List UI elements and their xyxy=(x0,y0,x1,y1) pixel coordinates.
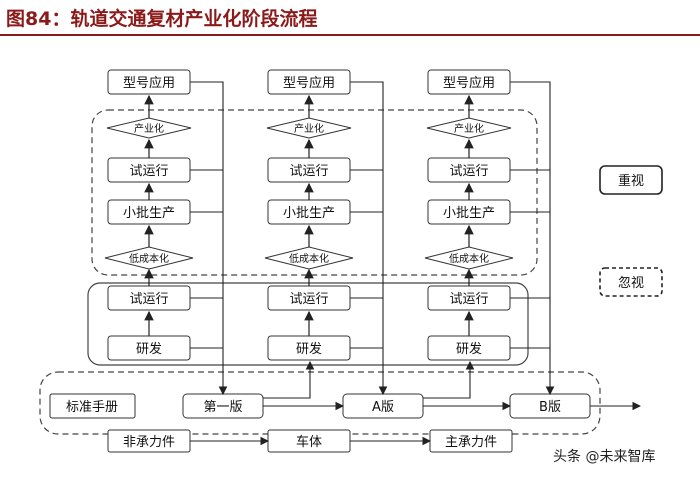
version-a-label: A版 xyxy=(372,400,394,415)
trial-run-bottom-label-3: 试运行 xyxy=(449,292,488,307)
industrialize-diamond-2 xyxy=(266,117,352,139)
industrialize-label-1: 产业化 xyxy=(134,122,164,135)
rnd-label-2: 研发 xyxy=(296,341,322,357)
component-row: 非承力件 车体 主承力件 xyxy=(107,429,513,453)
model-app-label-2: 型号应用 xyxy=(283,75,335,91)
version-1-label: 第一版 xyxy=(203,400,242,415)
connectors xyxy=(190,81,642,446)
legend: 重视 忽视 xyxy=(599,165,663,297)
standards-group-frame xyxy=(39,371,601,435)
model-app-label-1: 型号应用 xyxy=(123,75,175,91)
legend-ignore-label: 忽视 xyxy=(618,276,644,291)
low-cost-label-3: 低成本化 xyxy=(449,252,489,265)
rnd-label-3: 研发 xyxy=(456,341,482,357)
small-batch-production-label-1: 小批生产 xyxy=(123,206,175,221)
standard-manual-box xyxy=(49,393,136,419)
low-cost-diamond-3 xyxy=(424,246,514,270)
rnd-label-1: 研发 xyxy=(136,341,162,357)
trial-run-top-label-3: 试运行 xyxy=(449,164,488,179)
standard-manual-label: 标准手册 xyxy=(66,400,118,415)
low-cost-label-1: 低成本化 xyxy=(129,252,169,265)
low-cost-label-2: 低成本化 xyxy=(289,252,329,265)
component-body-label: 车体 xyxy=(296,434,322,450)
legend-ignore-box xyxy=(599,267,663,297)
emphasis-group-frame xyxy=(91,109,538,276)
line-col2-to-va xyxy=(350,81,388,396)
industrialize-diamond-3 xyxy=(426,117,512,139)
arrow-v1-to-rnd2 xyxy=(263,360,315,399)
low-cost-diamond-1 xyxy=(104,246,194,270)
watermark: 头条 @未来智库 xyxy=(553,449,656,465)
line-col3-to-vb xyxy=(510,81,555,396)
figure-title: 图84：轨道交通复材产业化阶段流程 xyxy=(6,8,318,30)
arrow-va-to-rnd3 xyxy=(423,360,475,399)
legend-emphasis-box xyxy=(599,165,663,195)
small-batch-production-label-2: 小批生产 xyxy=(283,206,335,221)
model-app-label-3: 型号应用 xyxy=(443,75,495,91)
legend-emphasis-label: 重视 xyxy=(618,173,644,189)
industrialize-label-3: 产业化 xyxy=(454,122,484,135)
small-batch-production-label-3: 小批生产 xyxy=(443,206,495,221)
component-non-load-label: 非承力件 xyxy=(123,435,175,450)
version-b-label: B版 xyxy=(539,400,561,415)
trial-run-bottom-label-2: 试运行 xyxy=(289,292,328,307)
trial-run-bottom-label-1: 试运行 xyxy=(129,292,168,307)
component-main-load-label: 主承力件 xyxy=(445,435,497,450)
low-cost-diamond-2 xyxy=(264,246,354,270)
trial-run-top-label-1: 试运行 xyxy=(129,164,168,179)
trial-run-top-label-2: 试运行 xyxy=(289,164,328,179)
title-bar: 图84：轨道交通复材产业化阶段流程 xyxy=(0,0,700,36)
standards-row: 标准手册 第一版 A版 B版 xyxy=(49,393,591,419)
industrialize-label-2: 产业化 xyxy=(294,122,324,135)
industrialize-diamond-1 xyxy=(106,117,192,139)
line-col1-to-v1 xyxy=(190,81,228,396)
